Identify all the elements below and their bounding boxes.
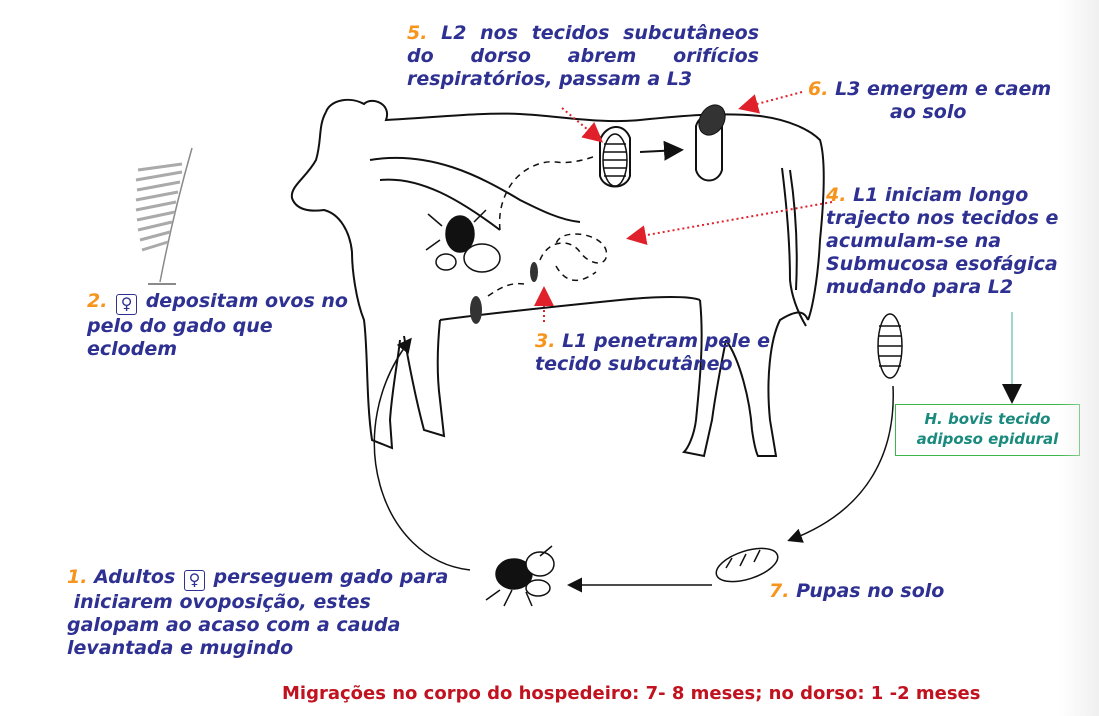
step-3-label: 3. L1 penetram pele e tecido subcutâneo — [535, 330, 795, 376]
pointer-arrows — [544, 92, 832, 322]
adult-fly-on-cow-icon — [426, 210, 500, 272]
female-symbol-icon: ♀ — [116, 294, 137, 315]
step-5-label: 5. L2 nos tecidos subcutâneos do dorso a… — [407, 22, 759, 91]
migration-path — [488, 156, 607, 296]
slide-edge-shadow — [1059, 0, 1099, 716]
step-1-label: 1. Adultos ♀ perseguem gado para iniciar… — [67, 566, 487, 660]
cow-outline-drawing — [292, 100, 824, 456]
egg-on-hair-icon — [136, 148, 192, 284]
step-7-label: 7. Pupas no solo — [769, 580, 1029, 603]
adult-fly-icon — [486, 546, 554, 606]
hbovis-line-2: adiposo epidural — [896, 429, 1079, 449]
female-symbol-icon: ♀ — [184, 570, 205, 591]
hbovis-box: H. bovis tecido adiposo epidural — [895, 404, 1080, 456]
step-4-label: 4. L1 iniciam longo trajecto nos tecidos… — [826, 184, 1088, 299]
step-2-label: 2. ♀ depositam ovos no pelo do gado que … — [87, 290, 377, 361]
warble-cyst-icon — [603, 134, 627, 186]
life-cycle-arrows — [374, 340, 893, 585]
step-6-label: 6. L3 emergem e caem ao solo — [808, 78, 1078, 124]
larva-icon — [878, 314, 902, 378]
migration-duration-footer: Migrações no corpo do hospedeiro: 7- 8 m… — [282, 683, 980, 704]
hbovis-line-1: H. bovis tecido — [896, 409, 1079, 429]
cyst-arrow — [640, 150, 680, 152]
emerging-larva-icon — [694, 100, 731, 140]
